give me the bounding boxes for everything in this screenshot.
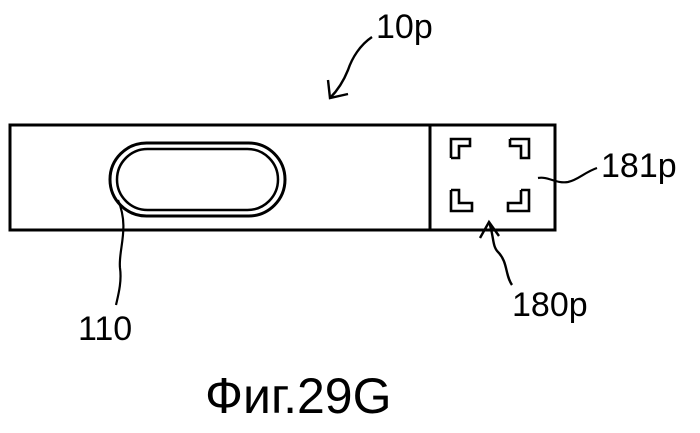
corner-bracket-bottom-left bbox=[451, 190, 472, 211]
label-device: 10p bbox=[376, 8, 433, 46]
corner-bracket-top-right bbox=[510, 139, 529, 158]
device-body bbox=[10, 125, 555, 230]
label-mark-area: 181p bbox=[601, 147, 677, 185]
corner-bracket-bottom-right bbox=[508, 190, 529, 211]
label-mark: 180p bbox=[512, 286, 588, 324]
window-oval bbox=[110, 143, 285, 216]
leader-181p bbox=[538, 168, 597, 182]
corner-bracket-top-left bbox=[451, 139, 470, 158]
alignment-mark bbox=[451, 139, 529, 211]
device-arrow bbox=[328, 37, 372, 98]
figure-caption: Фиг.29G bbox=[205, 368, 391, 424]
label-window: 110 bbox=[78, 310, 132, 348]
leader-110 bbox=[116, 200, 123, 305]
